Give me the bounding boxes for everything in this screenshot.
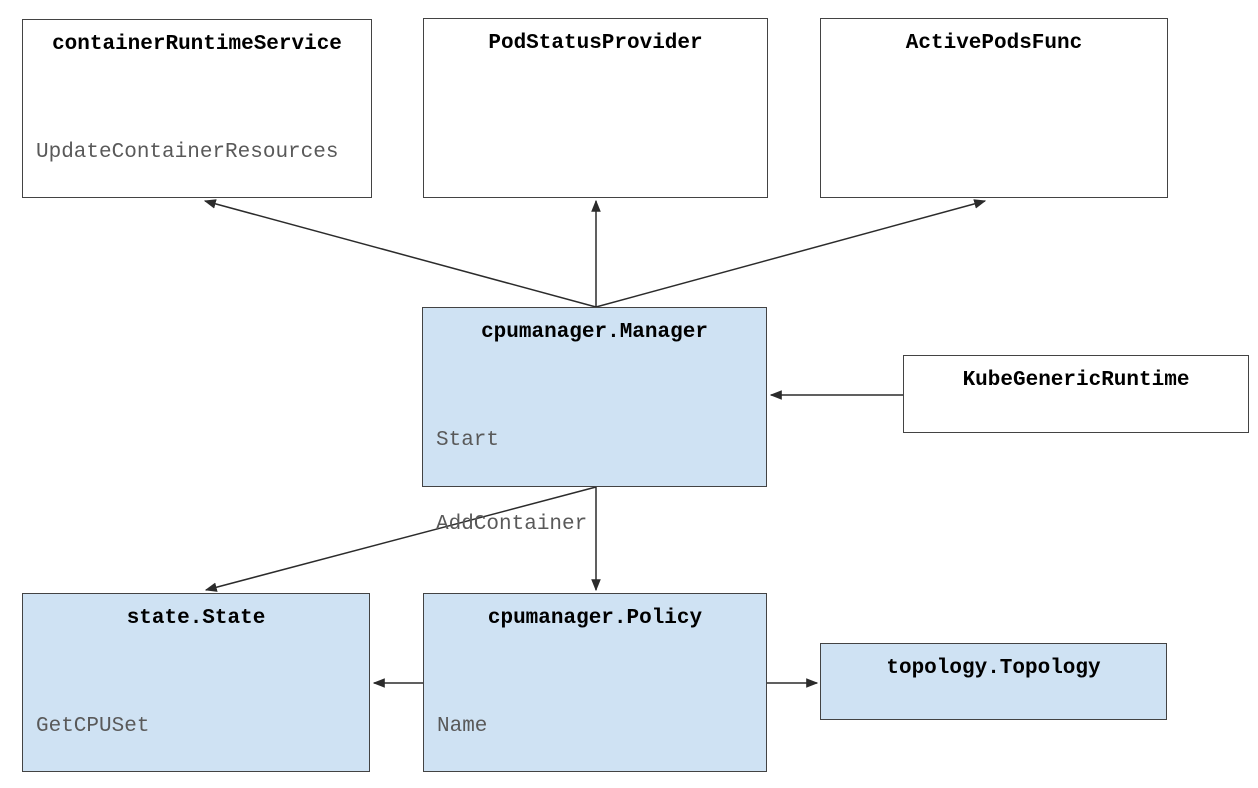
- box-cpumanager-manager: cpumanager.Manager Start AddContainer Re…: [422, 307, 767, 704]
- box-title: topology.Topology: [886, 657, 1101, 680]
- box-title: ActivePodsFunc: [905, 32, 1083, 55]
- method-list: UpdateContainerResources: [23, 83, 371, 223]
- box-state-state: state.State GetCPUSet GetDefaultCPUSet S…: [22, 593, 370, 772]
- box-title: PodStatusProvider: [488, 32, 703, 55]
- method-list: Name AddContainer RemoveContainer: [424, 657, 766, 788]
- arrow-manager-to-active-pods-func: [595, 199, 987, 308]
- box-active-pods-func: ActivePodsFunc: [820, 18, 1168, 198]
- method-item: Name: [437, 715, 488, 738]
- box-title: KubeGenericRuntime: [962, 369, 1190, 392]
- box-title: cpumanager.Manager: [481, 321, 708, 344]
- box-container-runtime-service: containerRuntimeService UpdateContainerR…: [22, 19, 372, 198]
- method-item: GetCPUSet: [36, 715, 150, 738]
- box-kube-generic-runtime: KubeGenericRuntime: [903, 355, 1249, 433]
- box-topology-topology: topology.Topology: [820, 643, 1167, 720]
- box-pod-status-provider: PodStatusProvider: [423, 18, 768, 198]
- box-title: cpumanager.Policy: [487, 607, 703, 630]
- box-title: containerRuntimeService: [52, 33, 342, 56]
- method-item: AddContainer: [436, 513, 588, 536]
- method-item: Start: [436, 429, 500, 452]
- method-list: GetCPUSet GetDefaultCPUSet SetCPUSet Set…: [23, 657, 369, 788]
- method-item: UpdateContainerResources: [36, 141, 339, 164]
- box-cpumanager-policy: cpumanager.Policy Name AddContainer Remo…: [423, 593, 767, 772]
- box-title: state.State: [126, 607, 266, 630]
